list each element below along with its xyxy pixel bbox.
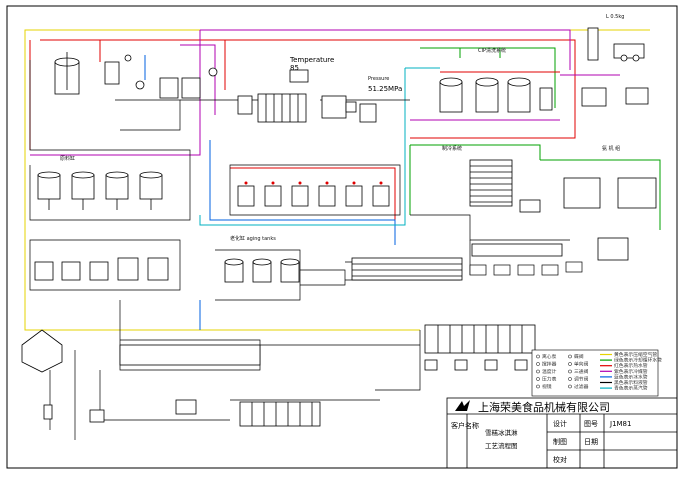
chilled-pipe [144, 55, 396, 330]
symbol-icon [568, 362, 572, 366]
steam-pipe [199, 67, 440, 226]
ammonia-label: 氨 机 组 [602, 145, 620, 152]
symbol-label: 调节阀 [574, 376, 589, 383]
legend-item: 蓝色表示冰水管 [614, 373, 648, 380]
dissolving-tank-1 [159, 77, 179, 99]
company-logo [455, 400, 470, 411]
symbol-icon [568, 369, 572, 374]
symbol-label: 三通阀 [574, 368, 589, 375]
pipelines [24, 29, 661, 331]
dissolving-tank-2 [181, 77, 201, 99]
symbol-label: 过滤器 [574, 383, 589, 390]
symbol-icon [536, 354, 540, 359]
aging-tank-valves [244, 181, 383, 185]
level-label: L 0.5kg [606, 14, 624, 20]
legend-item: 黑色表示料液管 [614, 379, 648, 386]
pump-icon [135, 80, 145, 90]
condenser [581, 87, 607, 107]
homogenizer [321, 95, 347, 119]
left-cooling-tower [21, 329, 63, 420]
aging-tank-row [237, 185, 390, 207]
refrigeration-unit [581, 27, 649, 107]
symbol-label: 温度计 [542, 368, 557, 375]
freezer-tunnel [351, 243, 563, 281]
legend [531, 349, 659, 397]
cip-label: CIP清洗系统 [478, 47, 506, 54]
temperature-label: Temperature [289, 56, 334, 64]
hot-pipe [29, 39, 576, 150]
raw-tanks-label: 原料缸 [60, 155, 75, 162]
symbol-icon [568, 354, 572, 359]
client-label: 客户名称 [451, 421, 479, 430]
drawing-number: J1M81 [609, 420, 631, 428]
drawing-no-label: 图号 [584, 420, 598, 428]
checking-label: 校对 [553, 455, 567, 464]
date-label: 日期 [584, 438, 598, 446]
water-pipe [409, 47, 661, 230]
water-pipe-2 [459, 48, 501, 58]
legend-item: 黄色表示压缩空气管 [614, 351, 657, 358]
aging-tank-lower [224, 258, 300, 283]
legend-item: 绿色表示冷却循环水管 [614, 357, 662, 364]
refrig-pipe-2 [180, 44, 560, 121]
hot-pipe-2 [230, 167, 396, 240]
symbol-icon [568, 384, 572, 389]
mixing-tank-group [54, 52, 218, 99]
cip-station [439, 77, 553, 113]
aging-label: 老化缸 aging tanks [230, 235, 276, 242]
mix-tank-lower [34, 257, 169, 281]
drafting-label: 制图 [553, 437, 567, 446]
refrigeration-label: 制冷系统 [442, 145, 462, 152]
ammonia-receiver [587, 27, 599, 61]
legend-item: 红色表示热水管 [614, 362, 648, 369]
symbol-icon [536, 369, 540, 374]
title-block [446, 397, 678, 469]
drawing-title-1: 雪糕冰淇淋 [485, 428, 518, 437]
symbol-label: 单向阀 [574, 361, 589, 368]
drawing-frame [6, 5, 678, 469]
symbol-label: 搅拌器 [542, 361, 557, 368]
drawing-title-2: 工艺流程图 [485, 441, 518, 450]
legend-items: 黄色表示压缩空气管绿色表示冷却循环水管红色表示热水管紫色表示冷媒管蓝色表示冰水管… [600, 351, 662, 392]
legend-item: 紫色表示冷媒管 [614, 368, 648, 375]
symbol-label: 视镜 [542, 383, 552, 390]
evaporator [625, 87, 649, 105]
symbol-icon [536, 362, 540, 366]
legend-item: 青色表示蒸汽管 [614, 385, 648, 392]
compressor [613, 43, 645, 59]
packaging-tunnel [89, 344, 321, 427]
cip-tank-alkali [475, 81, 499, 113]
symbol-icon [536, 384, 540, 389]
raw-tank-row [37, 171, 163, 210]
pressure-value: 51.25MPa [368, 85, 402, 93]
temperature-value: 85 [290, 64, 299, 72]
symbol-label: 离心泵 [542, 353, 557, 360]
cip-tank-water [507, 81, 531, 113]
control-cabinet [359, 103, 377, 123]
pressure-label: Pressure [368, 76, 389, 82]
refrig-pipe [30, 29, 620, 156]
holding-tube [237, 95, 253, 115]
company-name: 上海荣美食品机械有限公司 [478, 400, 610, 414]
cip-tank-acid [439, 81, 463, 113]
hardening-tunnel [424, 324, 536, 371]
cooling-tower [469, 159, 513, 207]
weighing-tank [104, 61, 120, 85]
symbol-label: 压力表 [542, 376, 557, 383]
symbol-label: 蝶阀 [574, 353, 584, 360]
symbol-icon [536, 377, 540, 381]
filling-machines [469, 261, 583, 276]
design-label: 设计 [553, 419, 567, 428]
chiller-units [519, 177, 657, 261]
pasteurizer-group [237, 69, 377, 123]
symbol-icon [568, 377, 572, 381]
